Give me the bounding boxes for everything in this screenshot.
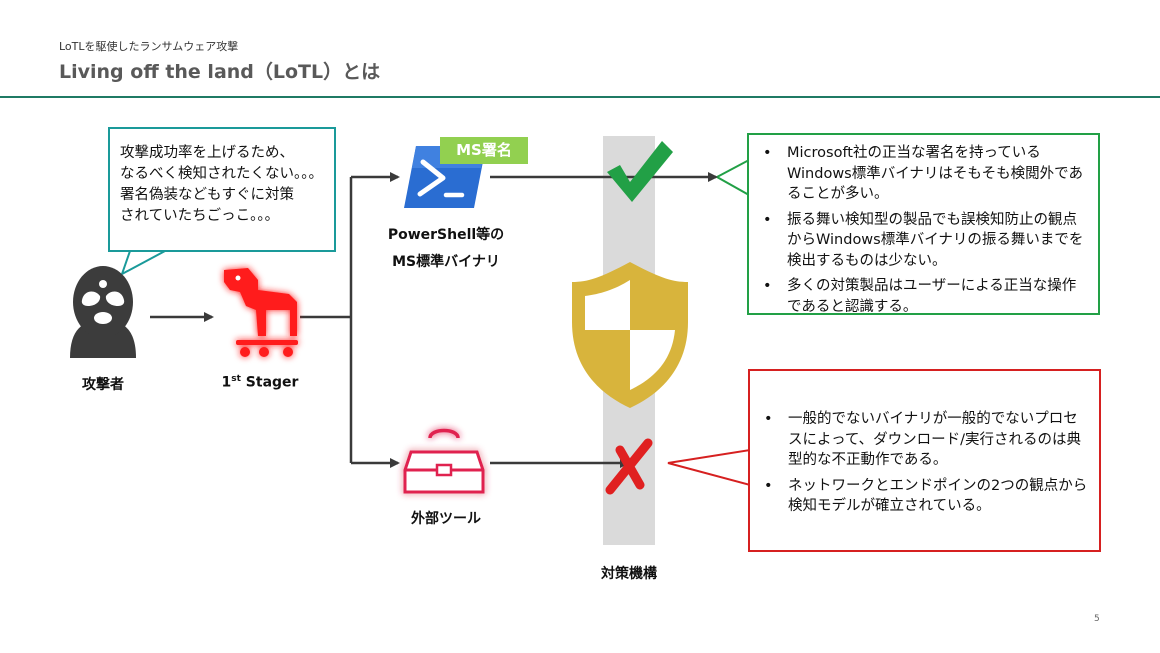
toolbox-icon [403,428,485,494]
green-box-tail [714,158,750,197]
external-tool-label: 外部ツール [411,511,481,527]
attacker-label: 攻撃者 [82,377,124,393]
red-box-tail [667,448,751,487]
bubble-tail [120,250,166,277]
slide-title: Living off the land（LoTL）とは [59,61,381,83]
cross-icon [605,438,653,495]
external-tool-detection-box: 一般的でないバイナリが一般的でないプロセスによって、ダウンロード/実行されるのは… [748,369,1101,552]
trojan-horse-icon [224,268,298,357]
checkmark-icon [607,141,673,202]
list-item: 一般的でないバイナリが一般的でないプロセスによって、ダウンロード/実行されるのは… [758,409,1089,471]
ms-binary-label: PowerShell等の MS標準バイナリ [387,227,505,270]
shield-icon [572,262,688,408]
countermeasure-label: 対策機構 [601,566,657,582]
connectors [150,172,718,468]
list-item: Microsoft社の正当な署名を持っているWindows標準バイナリはそもそも… [757,143,1088,205]
lotl-evasion-box: Microsoft社の正当な署名を持っているWindows標準バイナリはそもそも… [747,133,1100,315]
list-item: 多くの対策製品はユーザーによる正当な操作であると認識する。 [757,276,1088,317]
list-item: ネットワークとエンドポインの2つの観点から検知モデルが確立されている。 [758,476,1089,517]
stager-label: 1st Stager [221,374,299,391]
page-number: 5 [1094,614,1100,624]
attacker-thought-text: 攻撃成功率を上げるため、 なるべく検知されたくない。。。 署名偽装などもすぐに対… [120,145,323,224]
ms-signature-badge: MS署名 [440,137,528,164]
attacker-thought-bubble: 攻撃成功率を上げるため、 なるべく検知されたくない。。。 署名偽装などもすぐに対… [108,127,336,252]
masked-attacker-icon [70,266,136,358]
header-rule [0,96,1160,98]
list-item: 振る舞い検知型の製品でも誤検知防止の観点からWindows標準バイナリの振る舞い… [757,210,1088,272]
slide-subtitle: LoTLを駆使したランサムウェア攻撃 [59,40,239,53]
